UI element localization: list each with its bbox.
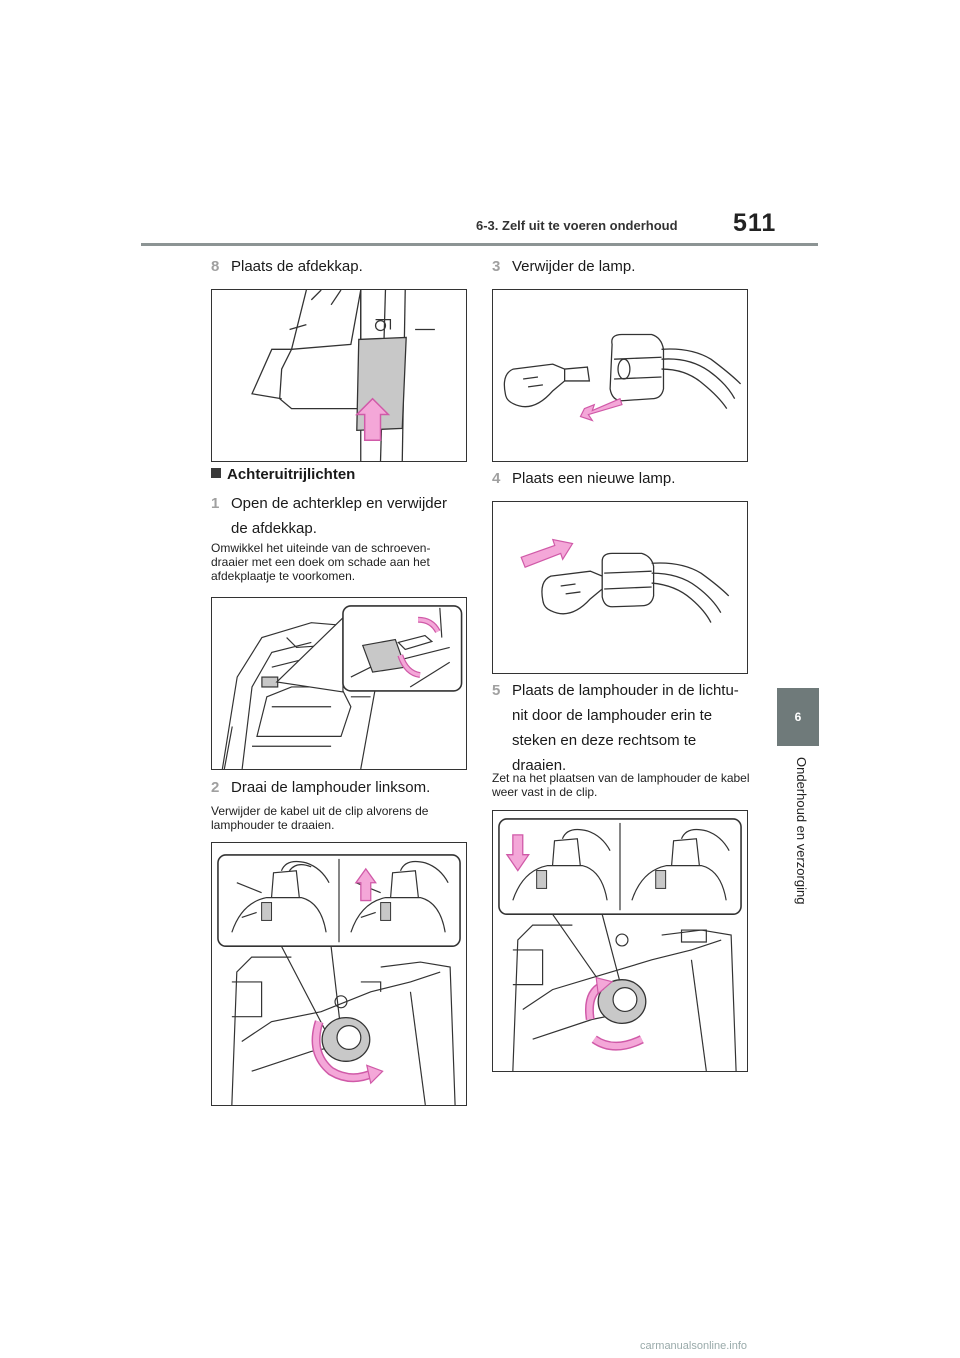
- step-2: 2 Draai de lamphouder linksom.: [211, 775, 466, 800]
- chapter-label: Onderhoud en verzorging: [794, 757, 809, 905]
- illustration-holder-cw: [498, 818, 742, 1071]
- note-screwdriver: Omwikkel het uiteinde van de schroeven-d…: [211, 541, 431, 583]
- step-number: 4: [492, 470, 501, 487]
- up-arrow-icon: [354, 867, 377, 902]
- page-number: 511: [733, 209, 777, 237]
- step-number: 3: [492, 258, 501, 275]
- step-8: 8 Plaats de afdekkap.: [211, 254, 466, 279]
- rotate-ccw-arrow-icon: [313, 1020, 374, 1081]
- illustration-holder-ccw: [217, 854, 461, 1105]
- step-text: Verwijder de lamp.: [512, 258, 636, 275]
- step-text: Open de achterklep en verwijder de afdek…: [231, 495, 447, 537]
- up-arrow-icon: [355, 397, 391, 441]
- figure-remove-bulb: [492, 289, 748, 462]
- right-arrow-icon: [520, 538, 574, 569]
- step-text: Draai de lamphouder linksom.: [231, 779, 431, 796]
- illustration-cover-install: [251, 290, 435, 461]
- figure-rotate-holder-cw: [492, 810, 748, 1072]
- figure-install-cover: [211, 289, 467, 462]
- square-bullet-icon: [211, 468, 221, 478]
- step-text: Plaats de afdekkap.: [231, 258, 363, 275]
- illustration-tailgate: [221, 605, 463, 769]
- section-heading: Achteruitrijlichten: [211, 466, 355, 483]
- left-arrow-icon: [579, 397, 623, 422]
- note-cable-clip: Verwijder de kabel uit de clip alvorens …: [211, 804, 429, 832]
- down-arrow-icon: [505, 834, 530, 872]
- step-1: 1 Open de achterklep en verwijder de afd…: [211, 491, 466, 541]
- figure-rotate-holder-ccw: [211, 842, 467, 1106]
- header-divider: [141, 243, 818, 246]
- step-text: Plaats een nieuwe lamp.: [512, 470, 676, 487]
- step-4: 4 Plaats een nieuwe lamp.: [492, 466, 747, 491]
- illustration-install-bulb: [520, 538, 730, 623]
- heading-text: Achteruitrijlichten: [227, 466, 356, 483]
- note-refasten-cable: Zet na het plaatsen van de lamphouder de…: [492, 771, 750, 799]
- step-number: 8: [211, 258, 220, 275]
- watermark: carmanualsonline.info: [640, 1340, 748, 1352]
- step-text: Plaats de lamphouder in de lichtu-nit do…: [512, 682, 739, 774]
- rotate-arrow-icon: [418, 618, 440, 633]
- section-title: 6-3. Zelf uit te voeren onderhoud: [476, 218, 678, 233]
- step-number: 2: [211, 779, 220, 796]
- step-number: 1: [211, 495, 220, 512]
- figure-open-tailgate: [211, 597, 467, 770]
- step-5: 5 Plaats de lamphouder in de lichtu-nit …: [492, 678, 750, 778]
- pry-arrow-icon: [398, 654, 421, 677]
- figure-install-bulb: [492, 501, 748, 674]
- step-number: 5: [492, 682, 501, 699]
- illustration-remove-bulb: [503, 333, 742, 422]
- chapter-tab: 6: [777, 688, 819, 746]
- rotate-cw-arrow-icon: [592, 1036, 644, 1050]
- step-3: 3 Verwijder de lamp.: [492, 254, 747, 279]
